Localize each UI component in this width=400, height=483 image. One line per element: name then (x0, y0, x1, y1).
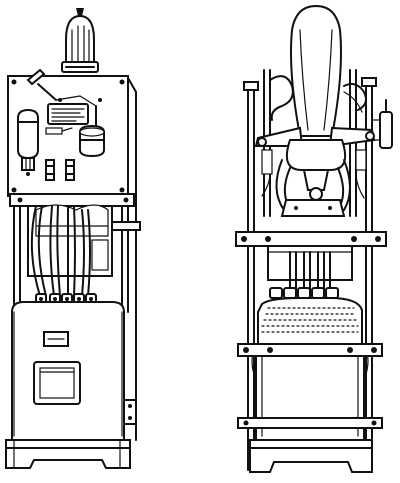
front-clamp-small (111, 221, 141, 231)
rear-clamp-lower (237, 343, 383, 429)
front-panel (7, 68, 137, 197)
front-tank (11, 301, 137, 441)
capacitor-can-icon (79, 105, 105, 158)
relay-cylinder-icon (17, 108, 39, 176)
rear-clamp-middle (235, 231, 387, 247)
switch-lever-icon (26, 68, 97, 107)
rear-wiring-loops (261, 75, 393, 217)
front-cables (30, 205, 91, 297)
rear-cables (289, 251, 331, 291)
rear-base (249, 439, 373, 473)
nameplate (47, 103, 89, 125)
front-bulb (61, 8, 99, 73)
front-base (5, 439, 131, 469)
vent-holes-icon (261, 307, 359, 333)
rear-terminal-row (269, 287, 339, 299)
front-clamp-upper (9, 193, 135, 207)
fuse-pair-icon (45, 159, 75, 181)
rear-view-unit (235, 4, 393, 473)
rear-arc-bulb (254, 4, 376, 201)
front-view-unit (5, 8, 141, 469)
